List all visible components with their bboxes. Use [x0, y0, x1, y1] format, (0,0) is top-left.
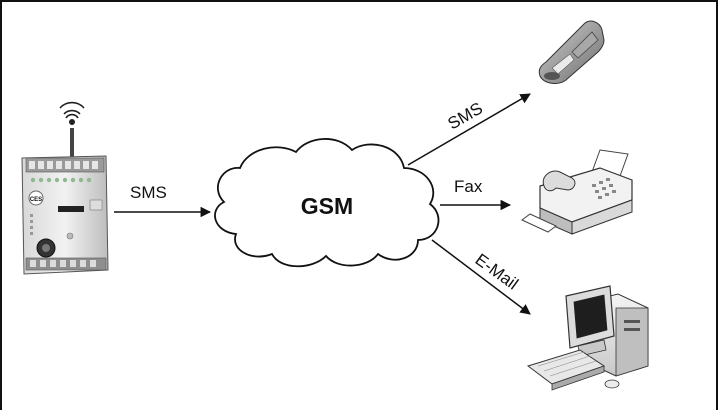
fax-machine-icon [521, 149, 633, 235]
ces-logo [28, 190, 44, 206]
email-out-label: E-Mail [472, 250, 522, 294]
fax-out-label: Fax [454, 177, 483, 196]
sms-out-label: SMS [445, 99, 486, 134]
gsm-modem-device: CES [21, 101, 109, 275]
arrow-in-label: SMS [130, 183, 167, 202]
antenna-icon [59, 101, 85, 158]
desktop-computer-icon [526, 285, 649, 391]
arrow-gsm-to-computer [431, 239, 531, 315]
mobile-phone-icon [538, 20, 605, 84]
gsm-network-cloud: GSM [214, 138, 440, 268]
ces-logo-text: CES [30, 197, 42, 203]
gsm-label: GSM [301, 193, 353, 219]
arrow-gsm-to-phone [407, 93, 531, 166]
